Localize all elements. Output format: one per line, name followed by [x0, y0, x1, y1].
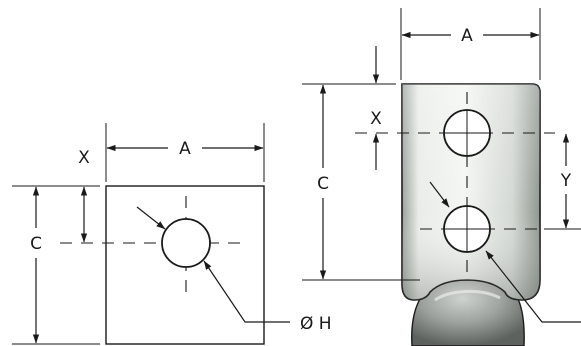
left-pad-outline	[105, 185, 265, 345]
lug-barrel-highlight	[434, 289, 501, 302]
right-hole-leader-out	[485, 250, 581, 323]
left-c-label: C	[30, 234, 42, 254]
right-c-label: C	[317, 174, 329, 194]
left-hole-diameter-label: Ø H	[300, 314, 332, 334]
left-view: A C X Ø H	[12, 123, 332, 345]
right-hole-leader-in	[429, 181, 450, 208]
right-y-label: Y	[560, 171, 572, 191]
right-x-label: X	[370, 109, 382, 129]
lug-tongue-shade	[402, 84, 540, 300]
right-a-label: A	[461, 26, 473, 46]
left-x-label: X	[78, 148, 90, 168]
right-view: A C X Y	[302, 8, 581, 346]
left-hole-leader-in	[136, 206, 166, 230]
left-a-label: A	[179, 139, 191, 159]
left-hole	[161, 218, 211, 268]
left-hole-leader-out	[203, 260, 290, 323]
